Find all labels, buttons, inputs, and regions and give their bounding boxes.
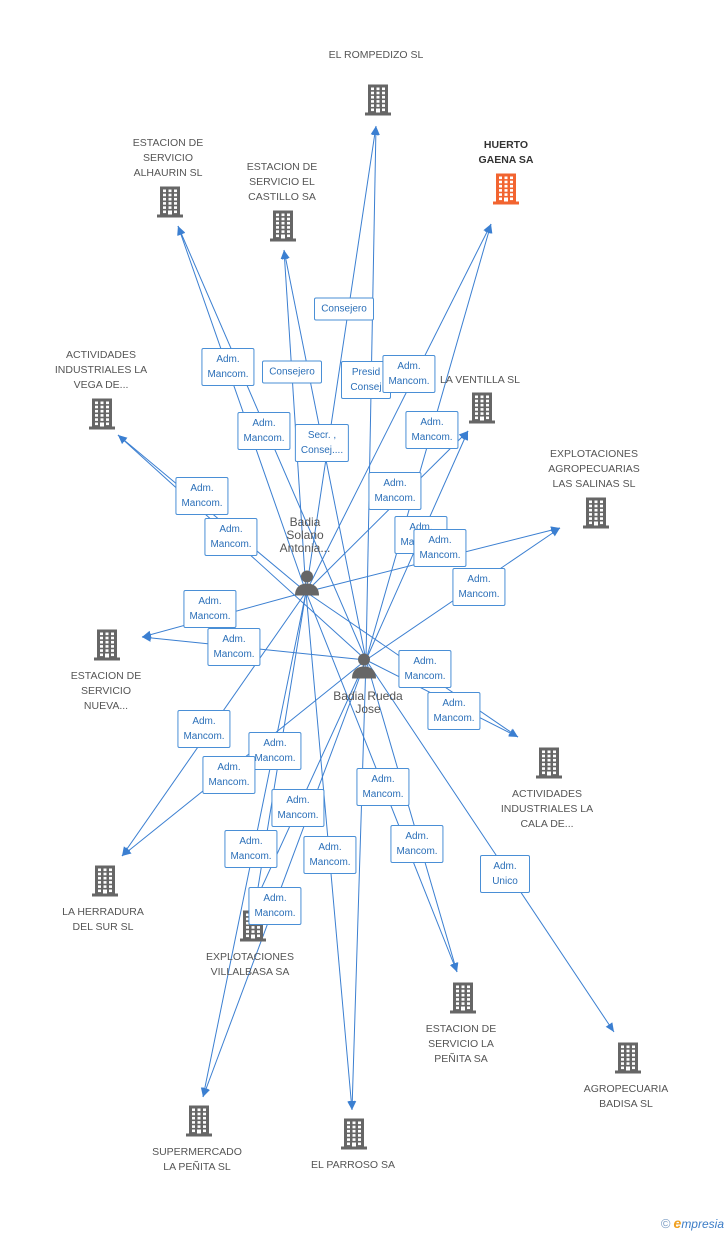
role-box[interactable]: Adm. Mancom. xyxy=(177,710,231,748)
company-label-rompedizo[interactable]: EL ROMPEDIZO SL xyxy=(328,49,424,61)
role-box[interactable]: Adm. Mancom. xyxy=(303,836,357,874)
company-label-nueva[interactable]: ESTACION DE SERVICIO NUEVA... xyxy=(70,670,142,712)
role-box[interactable]: Adm. Mancom. xyxy=(204,518,258,556)
role-box[interactable]: Adm. Mancom. xyxy=(413,529,467,567)
building-icon[interactable] xyxy=(614,1042,642,1079)
footer-brand: © empresia xyxy=(661,1215,724,1231)
building-icon[interactable] xyxy=(582,497,610,534)
edge-jose-penita_sa xyxy=(365,659,459,973)
role-box[interactable]: Secr. , Consej.... xyxy=(294,424,350,462)
role-box[interactable]: Adm. Mancom. xyxy=(271,789,325,827)
company-label-badisa[interactable]: AGROPECUARIA BADISA SL xyxy=(583,1083,669,1110)
role-box[interactable]: Adm. Mancom. xyxy=(201,348,255,386)
role-box[interactable]: Adm. Unico xyxy=(480,855,530,893)
building-icon[interactable] xyxy=(492,173,520,210)
brand-initial: e xyxy=(673,1215,682,1231)
company-label-supermercado[interactable]: SUPERMERCADO LA PEÑITA SL xyxy=(152,1146,242,1173)
person-icon[interactable] xyxy=(293,569,321,602)
company-label-ventilla[interactable]: LA VENTILLA SL xyxy=(440,374,520,386)
company-label-salinas[interactable]: EXPLOTACIONES AGROPECUARIAS LAS SALINAS … xyxy=(548,448,640,490)
company-label-penita_sa[interactable]: ESTACION DE SERVICIO LA PEÑITA SA xyxy=(425,1023,497,1065)
building-icon[interactable] xyxy=(340,1118,368,1155)
role-box[interactable]: Adm. Mancom. xyxy=(382,355,436,393)
company-label-huerto[interactable]: HUERTO GAENA SA xyxy=(478,139,534,166)
edge-antonia-huerto xyxy=(305,223,492,593)
person-icon[interactable] xyxy=(350,652,378,685)
role-box[interactable]: Adm. Mancom. xyxy=(237,412,291,450)
company-label-castillo[interactable]: ESTACION DE SERVICIO EL CASTILLO SA xyxy=(246,161,318,203)
building-icon[interactable] xyxy=(185,1105,213,1142)
role-box[interactable]: Consejero xyxy=(314,297,374,321)
building-icon[interactable] xyxy=(156,186,184,223)
edge-jose-parroso xyxy=(348,659,367,1111)
building-icon[interactable] xyxy=(93,629,121,666)
building-icon[interactable] xyxy=(449,982,477,1019)
company-label-vega[interactable]: ACTIVIDADES INDUSTRIALES LA VEGA DE... xyxy=(54,349,148,391)
company-label-cala[interactable]: ACTIVIDADES INDUSTRIALES LA CALA DE... xyxy=(500,788,594,830)
company-label-parroso[interactable]: EL PARROSO SA xyxy=(310,1159,396,1171)
brand-name: mpresia xyxy=(681,1217,724,1231)
building-icon[interactable] xyxy=(535,747,563,784)
role-box[interactable]: Adm. Mancom. xyxy=(183,590,237,628)
role-box[interactable]: Adm. Mancom. xyxy=(405,411,459,449)
company-label-alhaurin[interactable]: ESTACION DE SERVICIO ALHAURIN SL xyxy=(132,137,204,179)
role-box[interactable]: Adm. Mancom. xyxy=(356,768,410,806)
brand-logo: empresia xyxy=(674,1215,724,1231)
role-box[interactable]: Adm. Mancom. xyxy=(390,825,444,863)
company-label-villalbasa[interactable]: EXPLOTACIONES VILLALBASA SA xyxy=(206,951,294,978)
edge-antonia-rompedizo xyxy=(305,125,379,593)
building-icon[interactable] xyxy=(468,392,496,429)
role-box[interactable]: Adm. Mancom. xyxy=(175,477,229,515)
edge-jose-supermercado xyxy=(202,659,367,1098)
copyright-symbol: © xyxy=(660,1215,671,1231)
role-box[interactable]: Adm. Mancom. xyxy=(427,692,481,730)
role-box[interactable]: Adm. Mancom. xyxy=(224,830,278,868)
edge-antonia-ventilla xyxy=(305,430,469,593)
role-box[interactable]: Adm. Mancom. xyxy=(452,568,506,606)
building-icon[interactable] xyxy=(88,398,116,435)
edge-antonia-castillo xyxy=(280,249,307,593)
role-box[interactable]: Consejero xyxy=(262,360,322,384)
edge-antonia-alhaurin xyxy=(177,225,307,593)
role-box[interactable]: Adm. Mancom. xyxy=(368,472,422,510)
role-box[interactable]: Adm. Mancom. xyxy=(248,732,302,770)
role-box[interactable]: Adm. Mancom. xyxy=(248,887,302,925)
person-label-jose[interactable]: Badia Rueda Jose xyxy=(333,689,403,716)
edge-jose-badisa xyxy=(365,659,615,1033)
building-icon[interactable] xyxy=(91,865,119,902)
building-icon[interactable] xyxy=(364,84,392,121)
company-label-herradura[interactable]: LA HERRADURA DEL SUR SL xyxy=(62,906,144,933)
role-box[interactable]: Adm. Mancom. xyxy=(207,628,261,666)
role-box[interactable]: Adm. Mancom. xyxy=(202,756,256,794)
building-icon[interactable] xyxy=(269,210,297,247)
role-box[interactable]: Adm. Mancom. xyxy=(398,650,452,688)
person-label-antonia[interactable]: Badia Solano Antonia... xyxy=(279,515,331,555)
